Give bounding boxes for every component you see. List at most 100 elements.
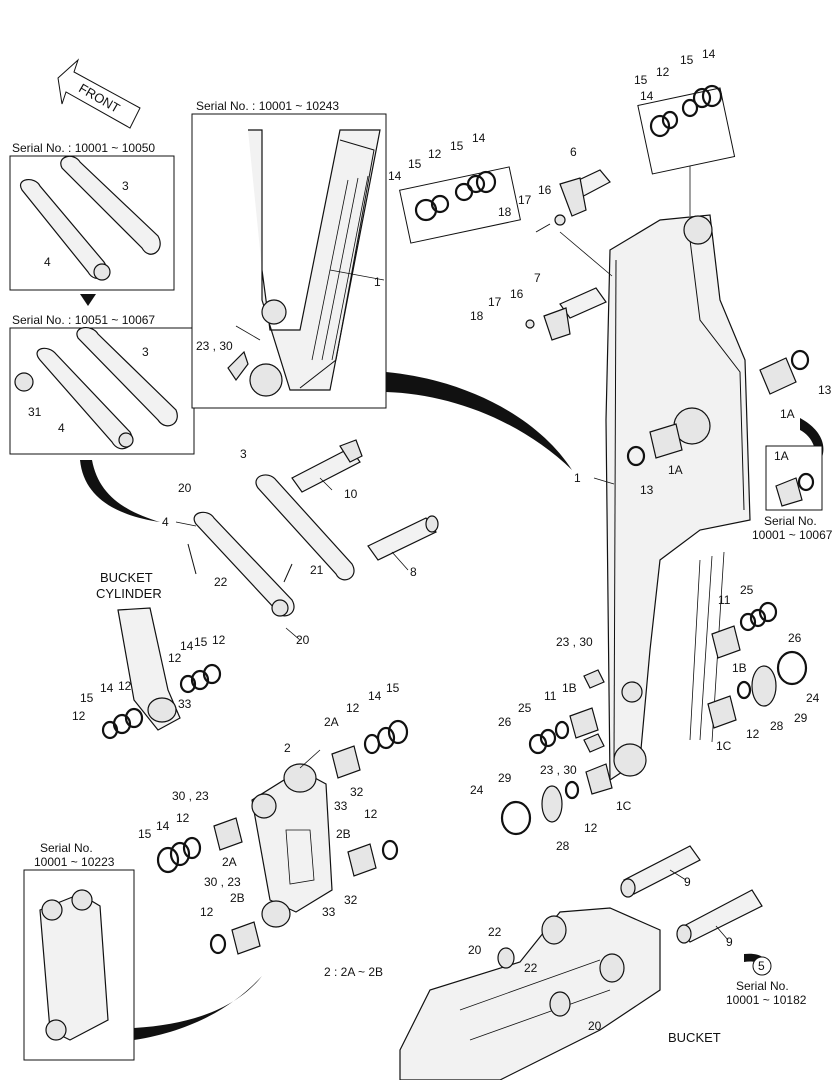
- callout-14-up1: 14: [388, 169, 402, 183]
- callout-29-right: 29: [794, 711, 808, 725]
- callout-25-lower: 25: [518, 701, 532, 715]
- callout-12-l2-right: 12: [364, 807, 378, 821]
- callout-1c-lower: 1C: [616, 799, 632, 813]
- callout-15-l2-left: 15: [138, 827, 152, 841]
- bushing-1c-right: [707, 650, 808, 729]
- callout-12-l2-bottom: 12: [200, 905, 214, 919]
- pin-9-lower: [676, 889, 763, 944]
- callout-20-d: 20: [588, 1019, 602, 1033]
- callout-17b: 17: [488, 295, 502, 309]
- callout-16: 16: [538, 183, 552, 197]
- bushing-1a-inset: [775, 472, 815, 507]
- callout-12-right: 12: [746, 727, 760, 741]
- link2-early: [39, 889, 109, 1041]
- serial-left-lower: Serial No. : 10051 ~ 10067: [12, 313, 155, 327]
- callout-14-tr1: 14: [640, 89, 654, 103]
- callout-4-main: 4: [162, 515, 169, 529]
- callout-20-c: 20: [468, 943, 482, 957]
- callout-3-early: 3: [122, 179, 129, 193]
- callout-18: 18: [498, 205, 512, 219]
- circled-5: [752, 956, 772, 976]
- callout-20-b: 20: [296, 633, 310, 647]
- ring-stack-link2-left: [156, 817, 243, 874]
- ring-stack-link2-right: [347, 839, 399, 877]
- callout-1b-lower: 1B: [562, 681, 577, 695]
- callout-14-up2: 14: [472, 131, 486, 145]
- callout-16b: 16: [510, 287, 524, 301]
- callout-15-up2: 15: [450, 139, 464, 153]
- circled-5-label: 5: [758, 959, 765, 973]
- leader-lines: [175, 166, 729, 941]
- pin-9-upper: [620, 845, 701, 898]
- bucket: [399, 907, 661, 1080]
- callout-22-b: 22: [488, 925, 502, 939]
- callout-15-up1: 15: [408, 157, 422, 171]
- ring-stack-top-right: [649, 84, 723, 138]
- down-triangle-icon: [80, 294, 96, 306]
- callout-14-tr2: 14: [702, 47, 716, 61]
- callout-10: 10: [344, 487, 358, 501]
- callout-12-l2-left: 12: [176, 811, 190, 825]
- callout-2: 2: [284, 741, 291, 755]
- pin-8: [367, 515, 439, 561]
- callout-18b: 18: [470, 309, 484, 323]
- callout-21: 21: [310, 563, 324, 577]
- callout-2b-lower: 2B: [230, 891, 245, 905]
- pin-7: [543, 287, 607, 341]
- washer-16: [554, 214, 566, 226]
- callout-14-l2-left: 14: [156, 819, 170, 833]
- callout-23-30-mid: 23 , 30: [556, 635, 593, 649]
- link-4: [193, 511, 295, 617]
- callout-14-l2-top: 14: [368, 689, 382, 703]
- callout-12-l2-top: 12: [346, 701, 360, 715]
- callout-13-inner: 13: [640, 483, 654, 497]
- callout-25-right: 25: [740, 583, 754, 597]
- callout-1-top: 1: [374, 275, 381, 289]
- callout-23-30-low: 23 , 30: [540, 763, 577, 777]
- callout-13-right: 13: [818, 383, 832, 397]
- ring-stack-upper: [414, 170, 497, 222]
- callout-28-lower: 28: [556, 839, 570, 853]
- link-3: [255, 474, 355, 581]
- callout-17: 17: [518, 193, 532, 207]
- inset-ring-stack-top-right: [637, 87, 736, 175]
- callout-33-upper: 33: [334, 799, 348, 813]
- callout-2a-upper: 2A: [324, 715, 339, 729]
- serial-left-bottom-line1: Serial No.: [40, 841, 93, 855]
- callout-1a-inner: 1A: [668, 463, 683, 477]
- legend-2: 2 : 2A ~ 2B: [324, 965, 383, 979]
- callout-1a-inset: 1A: [774, 449, 789, 463]
- callout-11-right: 11: [718, 593, 731, 607]
- bushing-1b-right: [711, 601, 778, 659]
- callout-32-lower: 32: [344, 893, 358, 907]
- serial-right-1a-line2: 10001 ~ 10067: [752, 528, 833, 542]
- callout-2b-upper: 2B: [336, 827, 351, 841]
- bolt-18: [535, 223, 551, 233]
- callout-12-cyl-up2: 12: [168, 651, 182, 665]
- bolt-22: [187, 543, 197, 575]
- callout-3-main: 3: [240, 447, 247, 461]
- pin-10: [291, 439, 363, 493]
- pointer-arrow-boom: [386, 372, 572, 470]
- callout-22-a: 22: [214, 575, 228, 589]
- ring-stack-link2-bottom: [209, 921, 261, 955]
- serial-right-1a-line1: Serial No.: [764, 514, 817, 528]
- washer-16b: [525, 319, 535, 329]
- callout-33-cyl: 33: [178, 697, 192, 711]
- callout-22-c: 22: [524, 961, 538, 975]
- pointer-arrow-link2: [134, 976, 262, 1040]
- ring-stack-cylinder-upper: [179, 663, 222, 694]
- callout-4-mid: 4: [58, 421, 65, 435]
- link-parts-early: [19, 155, 161, 281]
- callout-30-23-lower: 30 , 23: [204, 875, 241, 889]
- callout-11-lower: 11: [544, 689, 557, 703]
- callout-15-l2-top: 15: [386, 681, 400, 695]
- bushing-1a-right: [759, 349, 810, 395]
- callout-1a-right: 1A: [780, 407, 795, 421]
- callout-1-main: 1: [574, 471, 581, 485]
- bolt-21: [283, 563, 293, 583]
- bushing-1c-lower: [500, 763, 613, 836]
- serial-bottom-right-line1: Serial No.: [736, 979, 789, 993]
- bucket-cylinder: [117, 607, 181, 731]
